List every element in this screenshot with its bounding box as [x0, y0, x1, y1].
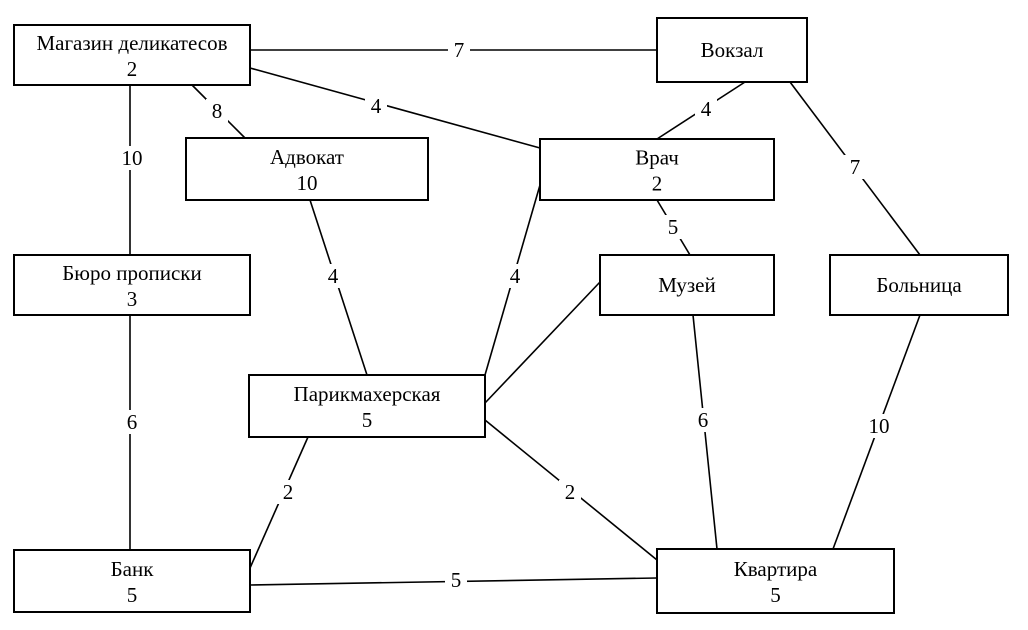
edge-weight-barber-bank: 2 — [283, 480, 294, 504]
edge-weight-deli-doctor: 4 — [371, 94, 382, 118]
edge-weight-registry-bank: 6 — [127, 410, 138, 434]
node-box — [13, 549, 251, 613]
edge-weight-background — [121, 146, 143, 170]
node-box — [829, 254, 1009, 316]
node-name: Больница — [876, 273, 962, 297]
node-box — [656, 17, 808, 83]
edge-weight-background — [448, 38, 470, 62]
edge-weight-deli-station: 7 — [454, 38, 465, 62]
node-hospital: Больница — [829, 254, 1009, 316]
edge-weight-hospital-apartment: 10 — [869, 414, 890, 438]
nodes-layer: Магазин деликатесов2ВокзалАдвокат10Врач2… — [13, 17, 1009, 614]
edge-weight-museum-apartment: 6 — [698, 408, 709, 432]
edge-weight-background — [445, 568, 467, 592]
edge-weight-station-hospital: 7 — [850, 155, 861, 179]
edge-weight-barber-apartment: 2 — [565, 480, 576, 504]
node-name: Парикмахерская — [294, 382, 441, 406]
node-cost: 5 — [127, 583, 138, 607]
edge-weight-background — [322, 264, 344, 288]
edge-weight-background — [504, 264, 526, 288]
node-name: Бюро прописки — [62, 261, 201, 285]
node-name: Врач — [635, 146, 679, 170]
node-name: Музей — [658, 273, 716, 297]
edge-weight-background — [206, 99, 228, 123]
edge-weight-background — [121, 410, 143, 434]
edge-weight-background — [844, 155, 866, 179]
node-name: Вокзал — [701, 38, 764, 62]
edge-weight-background — [277, 480, 299, 504]
node-box — [248, 374, 486, 438]
edge-weight-background — [868, 414, 890, 438]
node-cost: 3 — [127, 287, 138, 311]
edge-weight-background — [692, 408, 714, 432]
node-cost: 10 — [297, 171, 318, 195]
node-box — [656, 548, 895, 614]
node-name: Квартира — [734, 557, 818, 581]
node-box — [13, 24, 251, 86]
node-station: Вокзал — [656, 17, 808, 83]
node-museum: Музей — [599, 254, 775, 316]
node-cost: 5 — [362, 408, 373, 432]
edge-weight-station-doctor: 4 — [701, 97, 712, 121]
edge-weight-deli-lawyer: 8 — [212, 99, 223, 123]
edge-weight-deli-registry: 10 — [122, 146, 143, 170]
edge-weight-doctor-museum: 5 — [668, 215, 679, 239]
node-name: Магазин деликатесов — [36, 31, 227, 55]
edge-weight-doctor-barber: 4 — [510, 264, 521, 288]
node-cost: 2 — [652, 172, 663, 196]
node-cost: 5 — [770, 583, 781, 607]
node-box — [13, 254, 251, 316]
edge-weight-background — [662, 215, 684, 239]
edge-weight-lawyer-barber: 4 — [328, 264, 339, 288]
node-box — [185, 137, 429, 201]
edge-weight-background — [695, 97, 717, 121]
edge-weight-background — [559, 480, 581, 504]
node-name: Адвокат — [270, 145, 344, 169]
edge-deli-doctor — [249, 67, 541, 149]
node-box — [539, 138, 775, 201]
node-cost: 2 — [127, 57, 138, 81]
node-name: Банк — [111, 557, 155, 581]
edge-weight-bank-apartment: 5 — [451, 568, 462, 592]
edge-museum-barber — [484, 281, 601, 404]
node-box — [599, 254, 775, 316]
edge-weight-background — [365, 94, 387, 118]
